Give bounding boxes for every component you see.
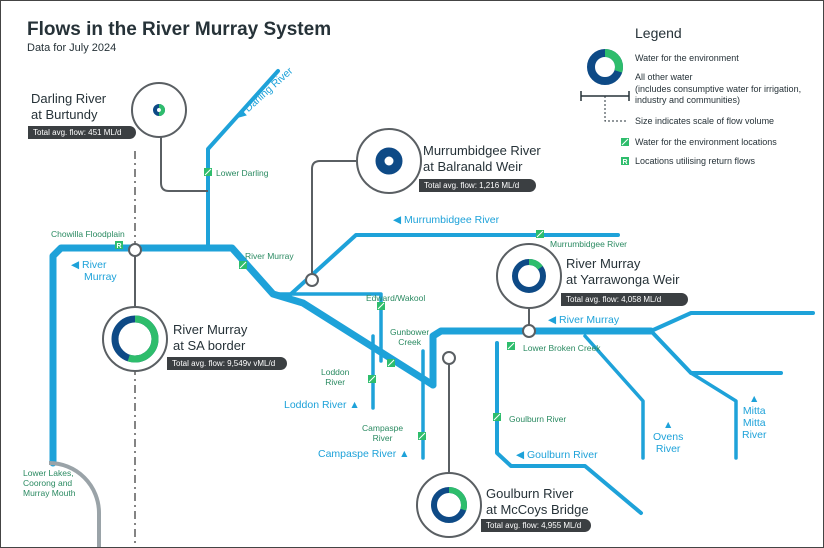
legend-env: Water for the environment bbox=[635, 53, 739, 63]
edward-wakool-label: Edward/Wakool bbox=[366, 293, 426, 303]
yarrawonga-site-place: at Yarrawonga Weir bbox=[566, 272, 680, 287]
legend-title: Legend bbox=[635, 25, 682, 41]
murray-upper-branch-1 bbox=[649, 311, 815, 333]
sa-border-flow-donut bbox=[111, 315, 159, 363]
darling-flow-donut bbox=[153, 104, 165, 116]
darling-site-place: at Burtundy bbox=[31, 107, 98, 122]
svg-text:R: R bbox=[116, 243, 121, 250]
darling-bubble bbox=[131, 82, 187, 138]
murray-upper-branch-2 bbox=[649, 329, 783, 375]
murray-right-label: ◀ River Murray bbox=[548, 314, 620, 326]
murrumbidgee-bubble bbox=[356, 128, 422, 194]
mitta-river-line bbox=[689, 371, 738, 460]
sa-border-site-name: River Murray bbox=[173, 322, 248, 337]
campaspe-env-marker bbox=[418, 432, 426, 440]
legend-donut bbox=[587, 49, 623, 85]
loddon-river-label: Loddon River ▲ bbox=[284, 399, 360, 411]
yarrawonga-site-name: River Murray bbox=[566, 256, 641, 271]
goulburn-flow-badge: Total avg. flow: 4,955 ML/d bbox=[481, 519, 591, 532]
murrumbidgee-flow-badge: Total avg. flow: 1,216 ML/d bbox=[419, 179, 536, 192]
lower-darling-env-marker bbox=[204, 168, 212, 176]
station-sa-border bbox=[128, 243, 142, 257]
legend-other: All other water bbox=[635, 72, 693, 82]
murrumbidgee-env-marker bbox=[536, 230, 544, 238]
legend-scale-leader bbox=[604, 96, 626, 122]
edward-wakool-env-marker bbox=[377, 302, 385, 310]
yarrawonga-flow-donut bbox=[512, 259, 546, 293]
goulburn-river-label: ◀ Goulburn River bbox=[516, 449, 598, 461]
loddon-env-marker bbox=[368, 375, 376, 383]
legend-other-note: (includes consumptive water for irrigati… bbox=[635, 84, 802, 105]
murray-upper-line bbox=[429, 327, 655, 389]
river-murray-location-label: River Murray bbox=[245, 251, 294, 261]
sa-border-flow-badge: Total avg. flow: 9,549v vML/d bbox=[167, 357, 287, 370]
murrumbidgee-connector bbox=[311, 160, 356, 273]
goulburn-site-name: Goulburn River bbox=[486, 486, 574, 501]
legend-return-flows: Locations utilising return flows bbox=[635, 156, 756, 166]
murrumbidgee-site-place: at Balranald Weir bbox=[423, 159, 523, 174]
chowilla-label: Chowilla Floodplain bbox=[51, 229, 125, 239]
murray-lower-line bbox=[49, 244, 437, 467]
murrumbidgee-site-name: Murrumbidgee River bbox=[423, 143, 541, 158]
lower-broken-env-marker bbox=[507, 342, 515, 350]
ovens-river-line bbox=[583, 334, 645, 460]
darling-flow-badge: Total avg. flow: 451 ML/d bbox=[28, 126, 136, 139]
lower-lakes-arc bbox=[48, 461, 101, 547]
goulburn-bubble bbox=[416, 472, 482, 538]
legend-env-location-icon bbox=[621, 138, 629, 146]
yarrawonga-bubble bbox=[496, 243, 562, 309]
page-title: Flows in the River Murray System bbox=[27, 19, 332, 40]
darling-river-line bbox=[206, 69, 280, 249]
station-murrumbidgee bbox=[305, 273, 319, 287]
goulburn-flow-donut bbox=[431, 487, 467, 523]
page-subtitle: Data for July 2024 bbox=[27, 42, 117, 54]
lower-broken-label: Lower Broken Creek bbox=[523, 343, 601, 353]
campaspe-river-label: Campaspe River ▲ bbox=[318, 448, 410, 460]
darling-connector bbox=[160, 136, 208, 192]
legend-size-note: Size indicates scale of flow volume bbox=[635, 116, 775, 126]
goulburn-site-place: at McCoys Bridge bbox=[486, 502, 589, 517]
sa-border-site-place: at SA border bbox=[173, 338, 246, 353]
legend-env-locations: Water for the environment locations bbox=[635, 137, 777, 147]
murrumbidgee-flow-donut bbox=[375, 147, 403, 175]
goulburn-location-label: Goulburn River bbox=[509, 414, 567, 424]
murrumbidgee-location-label: Murrumbidgee River bbox=[550, 239, 627, 249]
river-murray-env-marker bbox=[239, 261, 247, 269]
darling-site-name: Darling River bbox=[31, 91, 107, 106]
yarrawonga-flow-badge: Total avg. flow: 4,058 ML/d bbox=[561, 293, 688, 306]
svg-text:R: R bbox=[622, 159, 627, 166]
legend-sample-donut bbox=[587, 49, 623, 85]
legend-return-flow-icon: R bbox=[621, 157, 629, 166]
gunbower-env-marker bbox=[387, 359, 395, 367]
lower-darling-label: Lower Darling bbox=[216, 168, 269, 178]
station-goulburn bbox=[442, 351, 456, 365]
goulburn-env-marker bbox=[493, 413, 501, 421]
murrumbidgee-river-label: ◀ Murrumbidgee River bbox=[393, 214, 500, 226]
edward-wakool-line bbox=[271, 292, 383, 363]
chowilla-return-flow-marker: R bbox=[115, 241, 123, 250]
station-yarrawonga bbox=[522, 324, 536, 338]
